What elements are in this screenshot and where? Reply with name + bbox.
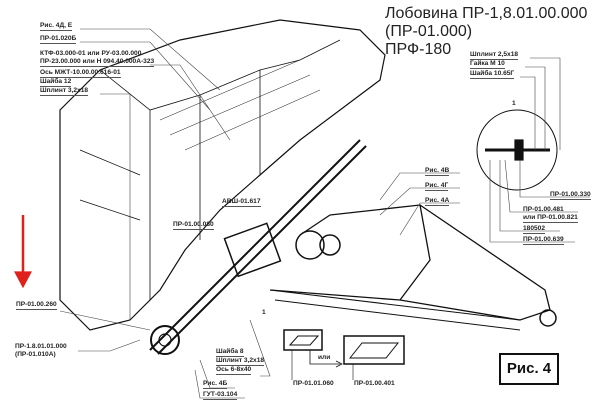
drawbar-frame — [269, 204, 551, 321]
title-line-3: ПРФ-180 — [385, 41, 452, 58]
detail-view-1 — [476, 109, 558, 191]
callout: (ПР-01.010А) — [15, 351, 56, 358]
callout: Рис. 4Г — [425, 182, 449, 191]
plate-b-label: ПР-01.00.401 — [354, 380, 395, 387]
callout: Рис. 4А — [425, 197, 450, 206]
hopper-outline — [59, 19, 386, 331]
callout: ПР-01.00.260 — [16, 301, 57, 310]
callout: 180502 — [523, 225, 546, 234]
callout: Шплинт 3,2х18 — [216, 357, 265, 366]
callout: ПР-1.8.01.01.000 — [15, 343, 67, 350]
callout: АВШ-01.617 — [222, 198, 261, 207]
leader-lines — [59, 28, 590, 399]
plate-b-frame — [343, 335, 405, 365]
main-shaft — [149, 139, 367, 355]
title-line-1: Лобовина ПР-1,8.01.00.000 — [385, 5, 588, 22]
callout: Рис. 4Б — [203, 380, 228, 389]
callout: ПР-01.00.639 — [523, 236, 564, 245]
callout: Шайба 8 — [216, 348, 244, 357]
plate-or-label: или — [318, 354, 331, 361]
plate-a-label: ПР-01.01.060 — [293, 380, 334, 387]
callout: ПР-01.00.481 — [523, 206, 564, 213]
callout: ПР-23.00.000 или Н 094.40.000А-323 — [40, 58, 155, 67]
callout: Гайка М 10 — [470, 60, 505, 69]
callout: Рис. 4В — [425, 167, 450, 176]
hitch-eye — [539, 309, 557, 327]
callout: ПР-01.020Б — [40, 35, 77, 44]
callout: Шайба 12 — [40, 78, 72, 87]
callout: Ось МЖТ-10.00.00.616-01 — [40, 69, 121, 78]
hopper-inner — [79, 39, 341, 300]
plate-or-connector — [309, 350, 340, 365]
detail-number: 1 — [512, 100, 516, 107]
plate-a-frame — [283, 329, 323, 351]
callout: Ось 6-8х40 — [216, 366, 252, 375]
hopper-wall-lines — [159, 59, 321, 151]
figure-label: Рис. 4 — [499, 353, 559, 385]
drawbar-rail — [269, 289, 521, 331]
callout: или ПР-01.00.821 — [523, 214, 578, 223]
callout: КТФ-03.000-01 или РУ-03.00.000 — [40, 50, 142, 57]
detail-number-marker: 1 — [262, 309, 266, 316]
title-line-2: (ПР-01.000) — [385, 23, 473, 40]
callout: ПР-01.00.080 — [173, 221, 214, 230]
callout: ПР-01.00.330 — [550, 191, 591, 200]
coupling — [295, 230, 325, 260]
callout: Шайба 10.65Г — [470, 70, 515, 79]
callout: Рис. 4Д, Е — [40, 22, 73, 31]
callout: Шплинт 2,5х18 — [470, 51, 519, 60]
callout: ГУТ-03.104 — [203, 391, 238, 400]
gearbox — [223, 222, 282, 278]
callout: Шплинт 3,2х18 — [40, 87, 89, 96]
shaft-hub — [150, 325, 180, 355]
red-arrow-icon — [14, 215, 32, 289]
